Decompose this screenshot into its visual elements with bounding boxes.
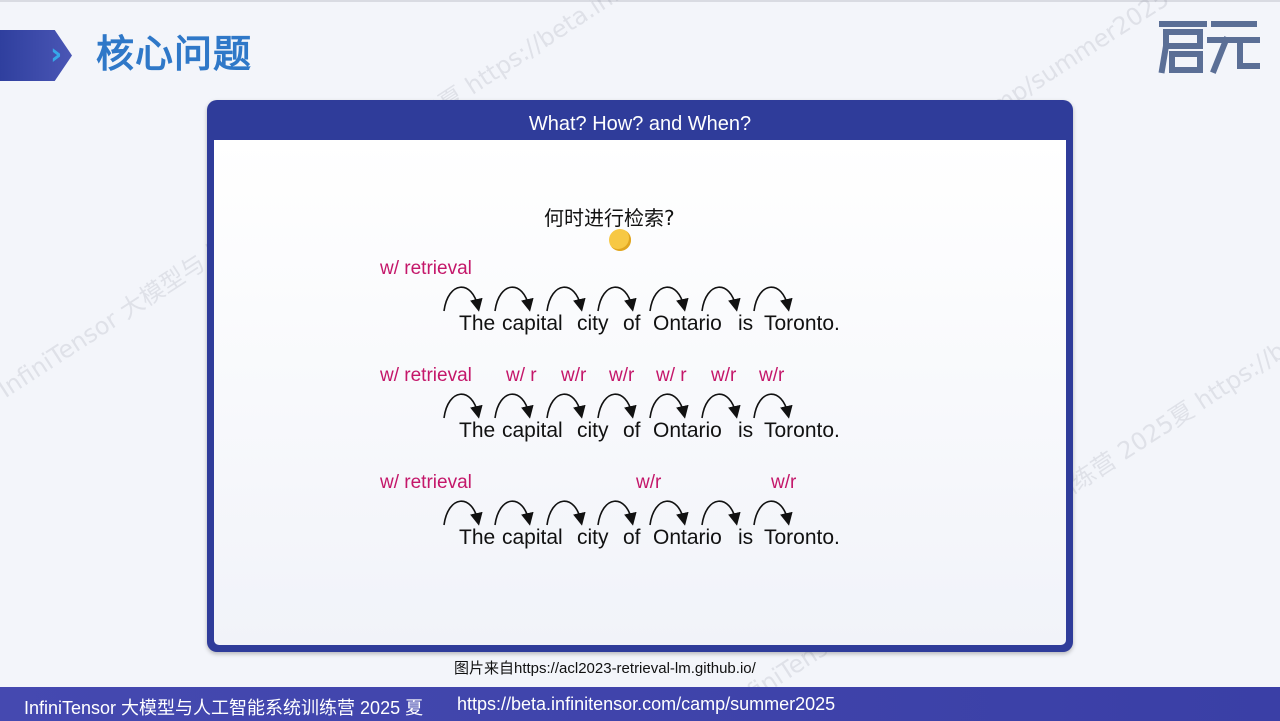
arc-arrow: [701, 393, 741, 419]
word: Toronto.: [764, 526, 840, 549]
row3-label-2: w/r: [636, 472, 662, 493]
row2-label-5: w/ r: [656, 365, 687, 386]
arc-arrow: [546, 393, 586, 419]
image-credit: 图片来自https://acl2023-retrieval-lm.github.…: [454, 660, 756, 677]
word: Ontario: [653, 312, 722, 335]
arc-arrow: [546, 500, 586, 526]
word: is: [738, 526, 754, 549]
word: Toronto.: [764, 419, 840, 442]
row2-label-6: w/r: [711, 365, 737, 386]
row2-label-3: w/r: [561, 365, 587, 386]
arc-arrow: [701, 286, 741, 312]
row2-label-7: w/r: [759, 365, 785, 386]
arrow-arcs: [443, 286, 793, 526]
row3-label-1: w/ retrieval: [380, 472, 472, 493]
word: city: [577, 312, 609, 335]
word: The: [459, 526, 496, 549]
row2-label-2: w/ r: [506, 365, 537, 386]
panel-body: 何时进行检索? w/ retrieval w/ retrieval w/ r w…: [214, 140, 1066, 645]
arc-arrow: [753, 286, 793, 312]
arc-arrow: [753, 500, 793, 526]
word: The: [459, 312, 496, 335]
row2-label-1: w/ retrieval: [380, 365, 472, 386]
arc-arrow: [649, 500, 689, 526]
word: The: [459, 419, 496, 442]
logo: [1158, 21, 1260, 74]
panel-title: What? How? and When?: [528, 113, 752, 135]
arc-arrow: [597, 286, 637, 312]
arc-arrow: [649, 286, 689, 312]
word: Toronto.: [764, 312, 840, 335]
chevron-right-icon: ›: [50, 37, 63, 72]
footer-program: InfiniTensor 大模型与人工智能系统训练营 2025 夏: [24, 698, 424, 718]
footer-bar: InfiniTensor 大模型与人工智能系统训练营 2025 夏 https:…: [0, 687, 1280, 721]
word: is: [738, 419, 754, 442]
row1-label-1: w/ retrieval: [380, 258, 472, 279]
arc-arrow: [443, 500, 483, 526]
arc-arrow: [649, 393, 689, 419]
arc-arrow: [494, 393, 534, 419]
word: capital: [502, 526, 563, 549]
question-text: 何时进行检索?: [544, 206, 675, 230]
thinking-face-icon: [609, 229, 631, 251]
content-panel: What? How? and When? 何时进行检索? w/ retrieva…: [207, 100, 1073, 652]
arc-arrow: [753, 393, 793, 419]
word: of: [623, 312, 641, 335]
word: city: [577, 526, 609, 549]
word: of: [623, 419, 641, 442]
arc-arrow: [597, 393, 637, 419]
arc-arrow: [546, 286, 586, 312]
arc-arrow: [443, 393, 483, 419]
word: capital: [502, 419, 563, 442]
page-title: 核心问题: [96, 32, 253, 76]
arc-arrow: [597, 500, 637, 526]
arc-arrow: [494, 500, 534, 526]
word: Ontario: [653, 526, 722, 549]
arc-arrow: [494, 286, 534, 312]
word: capital: [502, 312, 563, 335]
top-border: [0, 0, 1280, 2]
footer-url[interactable]: https://beta.infinitensor.com/camp/summe…: [457, 694, 836, 714]
word: of: [623, 526, 641, 549]
row2-label-4: w/r: [609, 365, 635, 386]
title-accent-bar: [0, 30, 72, 81]
word: city: [577, 419, 609, 442]
arc-arrow: [701, 500, 741, 526]
row3-label-3: w/r: [771, 472, 797, 493]
arc-arrow: [443, 286, 483, 312]
word: is: [738, 312, 754, 335]
word: Ontario: [653, 419, 722, 442]
